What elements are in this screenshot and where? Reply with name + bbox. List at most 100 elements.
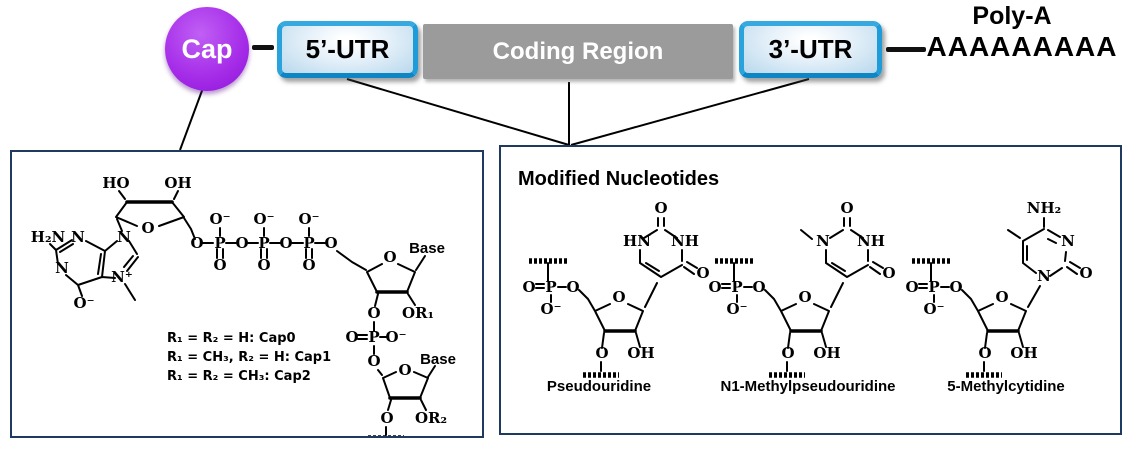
atom-label: O⁻ <box>74 294 95 312</box>
atom-label: HO <box>102 174 129 192</box>
atom-label: O <box>978 344 991 362</box>
atom-label: P <box>303 234 314 252</box>
atom-label: OH <box>813 344 840 362</box>
atom-label: N⁺ <box>111 268 133 286</box>
atom-label: O⁻ <box>386 328 407 346</box>
polya-block: Poly-A AAAAAAAAA <box>918 2 1126 63</box>
atom-label: O <box>798 288 811 306</box>
attachment-hatch <box>529 258 619 378</box>
atom-label: N <box>1037 267 1051 285</box>
utr3-label: 3’-UTR <box>768 34 853 64</box>
cap-legend-line: R₁ = R₂ = H: Cap0 <box>167 331 296 346</box>
atom-label: O <box>752 278 765 296</box>
atom-label: O <box>595 344 608 362</box>
atom-label: HN <box>623 232 651 250</box>
atom-label: H₂N <box>31 228 66 246</box>
atom-label: N <box>117 228 131 246</box>
atom-label: O <box>781 344 794 362</box>
attachment-hatch <box>912 258 1002 378</box>
atom-label: O⁻ <box>299 210 320 228</box>
attachment-hatch <box>715 258 805 378</box>
cap-legend-line: R₁ = R₂ = CH₃: Cap2 <box>167 369 311 384</box>
atom-label: P <box>545 278 556 296</box>
nucleotide-name: 5-Methylcytidine <box>947 378 1065 395</box>
atom-label: O <box>696 264 709 282</box>
atom-label: OH <box>627 344 654 362</box>
cap-label: Cap <box>181 33 233 64</box>
atom-label: O <box>708 278 721 296</box>
atom-label: O <box>566 278 579 296</box>
cap-legend-line: R₁ = CH₃, R₂ = H: Cap1 <box>167 350 331 365</box>
atom-label: NH <box>857 232 885 250</box>
cap-node: Cap <box>165 7 249 91</box>
utr5-label: 5’-UTR <box>305 34 390 64</box>
atom-label: O <box>995 288 1008 306</box>
atom-label: O⁻ <box>541 300 562 318</box>
nucleotide-name: Pseudouridine <box>547 378 651 395</box>
bond-dash <box>252 45 274 50</box>
polya-title: Poly-A <box>972 2 1052 30</box>
atom-label: O <box>840 199 853 217</box>
atom-label: O⁻ <box>254 210 275 228</box>
bond-dash <box>886 47 926 52</box>
atom-label: O <box>612 288 625 306</box>
atom-label: OR₁ <box>402 304 434 322</box>
atom-label: N <box>71 228 85 246</box>
atom-label: O <box>367 304 380 322</box>
atom-label: O <box>1079 264 1092 282</box>
atom-label: O <box>324 234 337 252</box>
atom-label: O <box>141 219 154 237</box>
atom-label: O <box>367 352 380 370</box>
modified-nucleotides-title: Modified Nucleotides <box>518 168 719 190</box>
atom-label: O <box>654 199 667 217</box>
utr5-box: 5’-UTR <box>277 21 418 78</box>
atom-label: O⁻ <box>210 210 231 228</box>
atom-label: OH <box>1010 344 1037 362</box>
atom-label: O <box>235 234 248 252</box>
atom-label: NH₂ <box>1027 199 1061 217</box>
atom-label: O⁻ <box>924 300 945 318</box>
atom-label: O <box>949 278 962 296</box>
atom-label: N <box>1061 232 1075 250</box>
atom-label: O <box>380 409 393 427</box>
atom-label: N <box>816 232 830 250</box>
atom-label: O <box>398 361 411 379</box>
atom-label: O <box>522 278 535 296</box>
atom-label: O⁻ <box>727 300 748 318</box>
atom-label: P <box>731 278 742 296</box>
atom-label: Base <box>420 351 456 368</box>
coding-region-label: Coding Region <box>492 37 664 65</box>
atom-label: P <box>368 328 379 346</box>
coding-region-box: Coding Region <box>423 24 733 79</box>
atom-label: P <box>928 278 939 296</box>
atom-label: O <box>190 234 203 252</box>
atom-label: O <box>905 278 918 296</box>
atom-label: NH <box>671 232 699 250</box>
connector-utr5 <box>346 78 570 146</box>
connector-cap <box>179 87 204 151</box>
atom-label: P <box>258 234 269 252</box>
atom-label: O <box>213 256 226 274</box>
atom-label: O <box>257 256 270 274</box>
nucleotide-name: N1-Methylpseudouridine <box>720 378 895 395</box>
atom-label: O <box>302 256 315 274</box>
polya-sequence: AAAAAAAAA <box>926 31 1118 62</box>
atom-label: OH <box>164 174 191 192</box>
atom-label: O <box>882 264 895 282</box>
atom-label: OR₂ <box>415 409 447 427</box>
atom-label: O <box>383 248 396 266</box>
connector-utr3 <box>570 78 810 146</box>
